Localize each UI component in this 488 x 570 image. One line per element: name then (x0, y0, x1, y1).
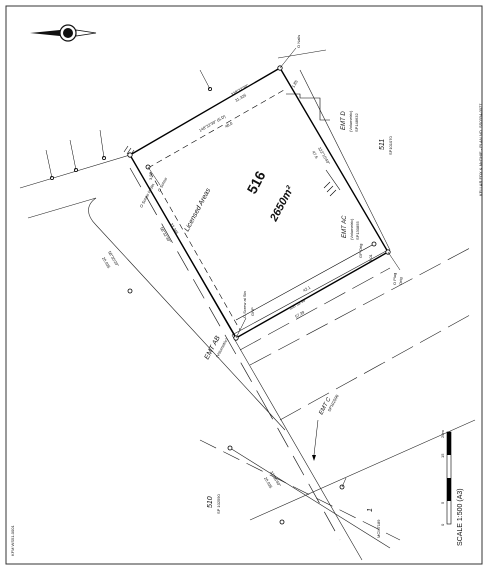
note-oh-nails: O Nails (296, 35, 301, 48)
lot-1-plan: MCM7189 (376, 519, 381, 538)
north-arrow: N (30, 24, 97, 42)
easement-ac-label: EMT AC (342, 215, 348, 238)
plan-ref-stamp: KFM WS51-0001 (10, 525, 15, 556)
survey-marks (50, 65, 391, 525)
lot-1-number: 1 (367, 508, 374, 512)
survey-mark (127, 288, 133, 294)
dist-top-inner: 48.0 (224, 120, 234, 129)
firm-plan-number: KELLAR FOX & McGHIE - PLAN NO. SS0334-00… (478, 103, 483, 196)
leader-lines (45, 47, 401, 488)
road-dist: 20.035 (101, 256, 112, 270)
lot-510: 510 SP 102590 (207, 494, 221, 514)
licensed-areas-label: Licensed Areas (184, 187, 213, 233)
dist-bottom-inner: 42.1 (302, 284, 312, 293)
easement-d-label: EMT D (341, 111, 347, 130)
mark-notes: O Screw in Stn O Screw O Screw at Stn GH… (138, 35, 403, 318)
bearing-bottom: 338°32'30" (288, 297, 308, 311)
note-o-plug: O Plug (392, 273, 397, 285)
lot-area: 2650m² (268, 184, 297, 224)
north-arrow-left-icon (30, 30, 60, 36)
survey-mark (279, 519, 285, 525)
dist-left: 22.345 (169, 222, 180, 236)
dist-small-c: 1.85 (291, 79, 300, 89)
note-gp-orig: GP Orig (358, 244, 363, 258)
easement-d-plan: SP148632 (354, 113, 359, 132)
road-dist-2: 20.035 (263, 476, 274, 490)
north-arrow-inner-icon (63, 28, 73, 38)
lot-number: 516 (244, 168, 269, 196)
scale-tick-5: 5 (440, 501, 445, 504)
note-screw-b: O Screw (156, 176, 168, 192)
easement-ac-plan: SP130855 (355, 221, 360, 240)
dist-small-a: 3.92 (148, 171, 153, 180)
note-screw-c: O Screw at Stn (242, 291, 247, 318)
dist-small-b: 8.01 (368, 253, 373, 262)
easement-ac: EMT AC (Volumetric) SP130855 (342, 215, 360, 240)
north-arrow-label: N (66, 31, 71, 38)
lot-511-plan: SP101070 (388, 136, 393, 155)
road-lines (19, 49, 476, 561)
easement-c: EMT C SP102590 (312, 393, 340, 461)
lot-511-number: 511 (379, 139, 386, 150)
north-arrow-right-icon (75, 29, 97, 37)
note-orig: Orig (398, 277, 403, 285)
lot-516-boundary (129, 67, 389, 339)
easement-ab: EMT AB (Volumetric) (204, 335, 230, 361)
bearing-left: 58°32'30" (159, 226, 172, 244)
lot-1: 1 MCM7189 (367, 508, 381, 538)
survey-mark (227, 445, 233, 451)
easement-d: EMT D (Volumetric) SP148632 (341, 110, 359, 132)
lot-511: 511 SP101070 (379, 136, 393, 155)
survey-mark (127, 152, 133, 158)
scale-text: SCALE 1:500 (A3) (457, 488, 464, 546)
lot-510-plan: SP 102590 (216, 494, 221, 514)
dist-right: 47.6 (311, 150, 320, 160)
easement-c-arrow-icon (312, 455, 316, 461)
scale-tick-15: 15 (440, 453, 445, 458)
plan-frame (5, 5, 483, 565)
scale-tick-0: 0 (440, 523, 445, 526)
easement-ac-note: (Volumetric) (349, 218, 354, 240)
note-ghp: GHP (250, 307, 255, 316)
dist-top: 31.325 (234, 92, 248, 103)
scale-tick-20: 20m (440, 430, 445, 438)
scale-bar: 0 5 15 20m SCALE 1:500 (A3) (440, 430, 464, 546)
easement-d-note: (Volumetric) (348, 110, 353, 132)
survey-mark (371, 241, 377, 247)
bearing-top-inner: 148°32'30" (S.D) (198, 113, 227, 133)
dist-bottom: 57.39 (294, 309, 306, 319)
hatch-marks (123, 145, 337, 197)
lot-510-number: 510 (207, 496, 214, 508)
